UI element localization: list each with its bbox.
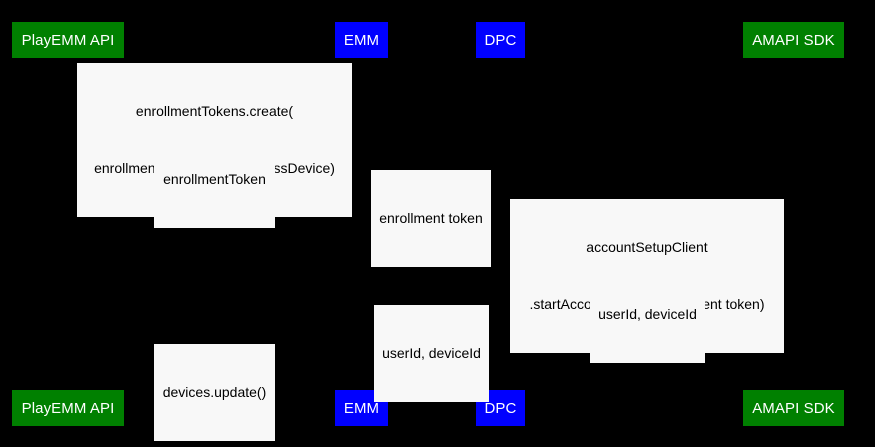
message-label-3: enrollment token (371, 170, 491, 267)
participant-bottom-dpc[interactable]: DPC (476, 390, 525, 426)
participant-top-dpc[interactable]: DPC (476, 22, 525, 58)
message-label-5: userId, deviceId (590, 266, 705, 363)
message-label-3-line-1: enrollment token (379, 210, 483, 226)
message-label-4-line-1: accountSetupClient (586, 239, 708, 255)
message-label-2: enrollmentToken (154, 131, 275, 228)
lifeline-dpc (500, 57, 501, 390)
participant-label: DPC (484, 31, 517, 49)
participant-bottom-playemm-api[interactable]: PlayEMM API (12, 390, 124, 426)
participant-label: AMAPI SDK (752, 31, 835, 49)
message-label-1-line-1: enrollmentTokens.create( (135, 103, 294, 119)
participant-label: EMM (343, 399, 380, 417)
lifeline-emm (361, 57, 362, 390)
lifeline-playemm-api (67, 57, 68, 390)
participant-label: PlayEMM API (21, 399, 115, 417)
message-label-5-line-1: userId, deviceId (598, 306, 697, 322)
message-label-6-line-1: userId, deviceId (382, 345, 481, 361)
participant-label: PlayEMM API (21, 31, 115, 49)
message-label-6: userId, deviceId (374, 305, 489, 402)
participant-label: DPC (484, 399, 517, 417)
message-label-2-line-1: enrollmentToken (163, 171, 266, 187)
message-label-7: devices.update() (154, 344, 275, 441)
message-label-7-line-1: devices.update() (162, 384, 267, 400)
participant-top-emm[interactable]: EMM (335, 22, 388, 58)
participant-bottom-amapi-sdk[interactable]: AMAPI SDK (743, 390, 844, 426)
lifeline-amapi-sdk (793, 57, 794, 390)
participant-label: EMM (343, 31, 380, 49)
participant-top-playemm-api[interactable]: PlayEMM API (12, 22, 124, 58)
participant-label: AMAPI SDK (752, 399, 835, 417)
participant-top-amapi-sdk[interactable]: AMAPI SDK (743, 22, 844, 58)
